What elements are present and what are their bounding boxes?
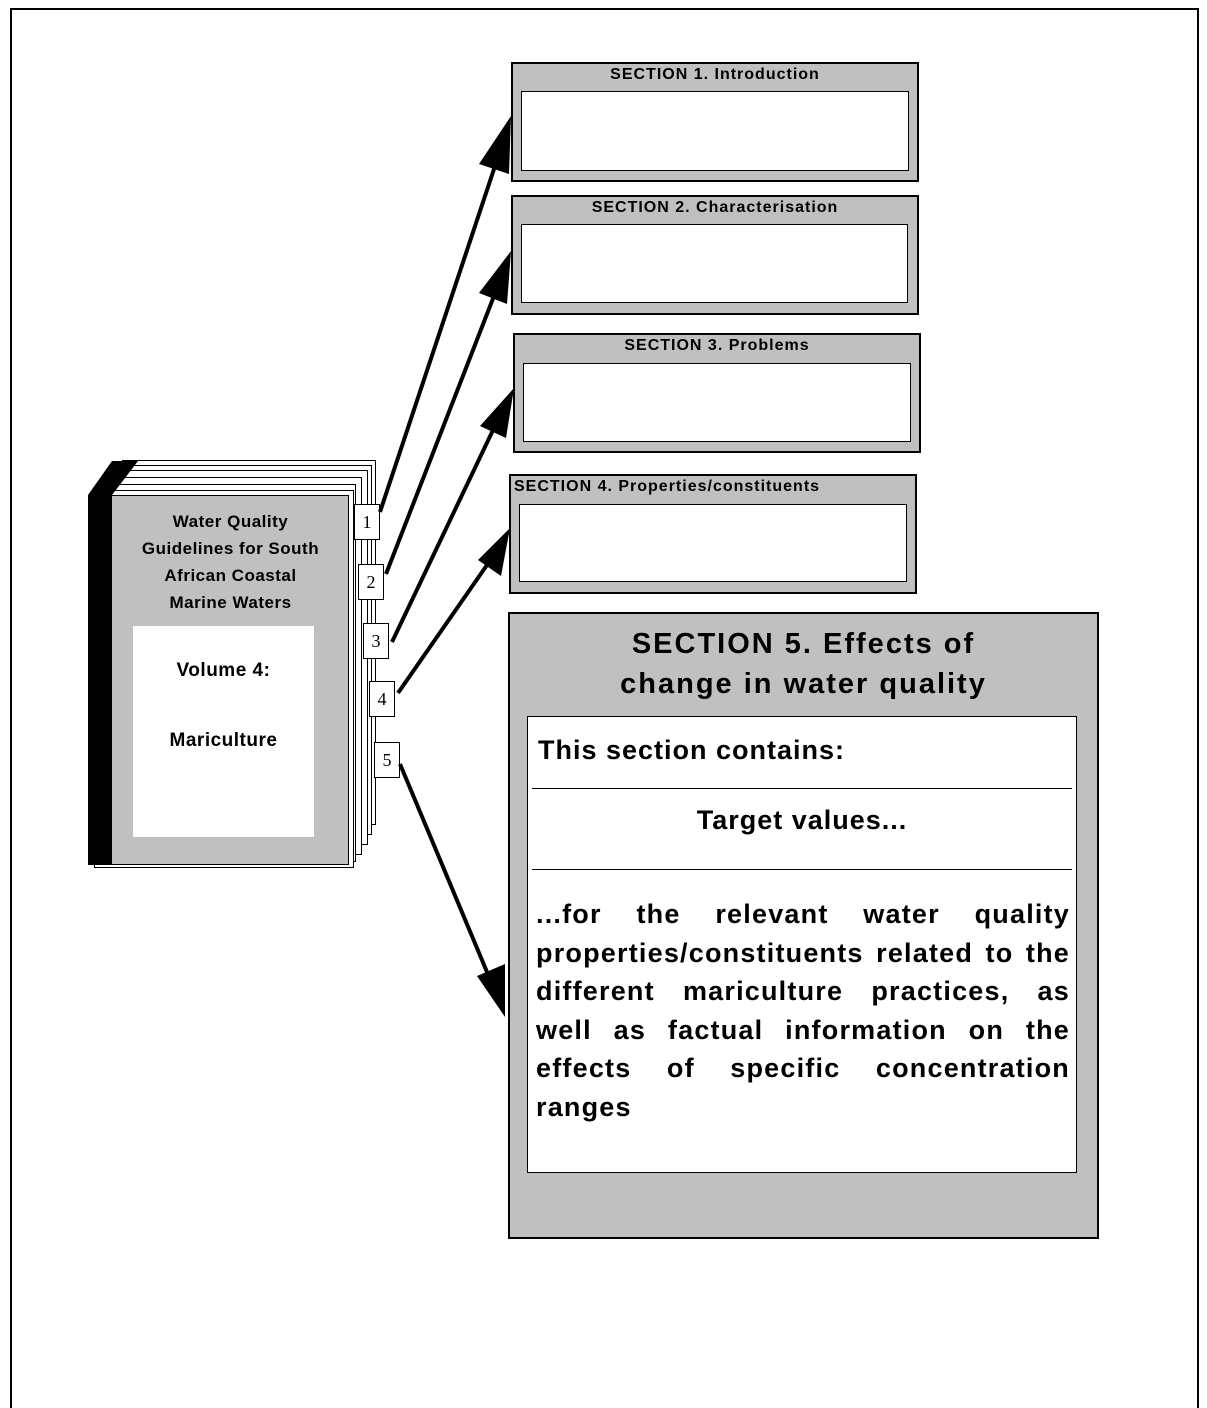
book-spine: [88, 495, 112, 865]
tab-3: 3: [363, 623, 389, 659]
arrow-to-section-1: [378, 116, 511, 513]
section-5-content: This section contains: Target values... …: [527, 716, 1077, 1173]
arrow-to-section-2: [384, 251, 511, 575]
book-volume-label: Volume 4: Mariculture: [133, 626, 314, 837]
arrow-to-section-4: [396, 528, 510, 695]
section-4-heading: SECTION 4. Properties/constituents: [514, 478, 821, 495]
divider: [532, 788, 1072, 789]
tab-5: 5: [374, 742, 400, 778]
book-title-line: Guidelines for South: [141, 539, 320, 558]
section-2-box: SECTION 2. Characterisation: [511, 195, 919, 315]
arrow-to-section-3: [390, 388, 514, 643]
diagram-frame: [10, 8, 1199, 1408]
section-1-box: SECTION 1. Introduction: [511, 62, 919, 182]
section-1-content: [521, 91, 909, 171]
volume-number: Volume 4:: [176, 660, 271, 681]
book-title-line: Water Quality: [172, 512, 289, 531]
divider: [532, 869, 1072, 870]
section-3-box: SECTION 3. Problems: [513, 333, 921, 453]
section-5-heading-line: change in water quality: [620, 668, 987, 700]
section-3-content: [523, 363, 911, 442]
section-2-heading: SECTION 2. Characterisation: [591, 199, 839, 216]
tab-4: 4: [369, 681, 395, 717]
section-5-description: ...for the relevant water quality proper…: [536, 899, 1070, 1122]
section-5-heading: SECTION 5. Effects of change in water qu…: [510, 624, 1097, 704]
section-contains-label: This section contains:: [538, 735, 846, 765]
section-3-heading: SECTION 3. Problems: [624, 337, 810, 354]
arrow-to-section-5: [398, 763, 505, 1017]
section-2-content: [521, 224, 908, 303]
section-5-box: SECTION 5. Effects of change in water qu…: [508, 612, 1099, 1239]
section-4-box: SECTION 4. Properties/constituents: [509, 474, 917, 594]
target-values-label: Target values...: [696, 805, 908, 835]
book-title-line: African Coastal: [164, 566, 297, 585]
section-4-content: [519, 504, 907, 582]
volume-subtitle: Mariculture: [169, 730, 278, 751]
section-5-heading-line: SECTION 5. Effects of: [631, 628, 976, 660]
tab-1: 1: [354, 504, 380, 540]
section-1-heading: SECTION 1. Introduction: [610, 66, 820, 83]
tab-2: 2: [358, 564, 384, 600]
book-title-line: Marine Waters: [169, 593, 292, 612]
book-title: Water Quality Guidelines for South Afric…: [112, 508, 349, 616]
